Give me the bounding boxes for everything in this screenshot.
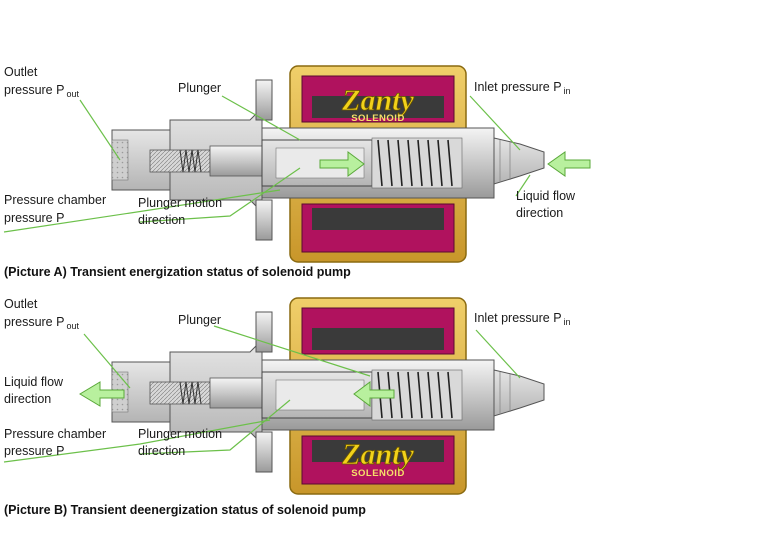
label-chamber-b: Pressure chamber	[4, 427, 106, 441]
leader-inlet-b	[475, 329, 521, 379]
label-outlet-b: Outlet	[4, 297, 38, 311]
liquid-flow-arrow-a	[547, 151, 591, 177]
leader-chamber-a	[3, 189, 281, 233]
leader-plunger-a	[221, 95, 301, 141]
caption-b: (Picture B) Transient deenergization sta…	[4, 503, 366, 517]
pump-drawing-b	[111, 297, 545, 495]
plunger-motion-arrow-b	[353, 381, 395, 407]
brand-logo-a: Zanty	[341, 84, 414, 117]
caption-a: (Picture A) Transient energization statu…	[4, 265, 351, 279]
label-flow-a: Liquid flow	[516, 189, 576, 203]
brand-logo-b: Zanty	[341, 438, 414, 471]
label-flow-dir-b: direction	[4, 392, 51, 406]
label-motion-dir-b: direction	[138, 444, 185, 458]
leader-plunger-b	[213, 325, 371, 377]
brand-sub-b: SOLENOID	[351, 468, 405, 479]
label-motion-dir-a: direction	[138, 213, 185, 227]
leader-flow-a	[515, 174, 531, 197]
label-outlet-a: Outlet	[4, 65, 38, 79]
label-plunger-a: Plunger	[178, 81, 221, 95]
leader-outlet-b	[83, 333, 131, 389]
label-chamber-pressure-b: pressure P	[4, 444, 64, 458]
plunger-motion-arrow-a	[319, 151, 365, 177]
label-flow-b: Liquid flow	[4, 375, 64, 389]
label-plunger-b: Plunger	[178, 313, 221, 327]
leader-motion-b	[139, 399, 291, 455]
liquid-flow-arrow-b	[79, 381, 125, 407]
leader-outlet-a	[79, 99, 121, 161]
label-flow-dir-a: direction	[516, 206, 563, 220]
leader-inlet-a	[469, 95, 521, 151]
label-chamber-pressure-a: pressure P	[4, 211, 64, 225]
label-chamber-a: Pressure chamber	[4, 193, 106, 207]
label-motion-b: Plunger motion	[138, 427, 222, 441]
brand-sub-a: SOLENOID	[351, 113, 405, 124]
label-motion-a: Plunger motion	[138, 196, 222, 210]
leader-motion-a	[139, 167, 301, 223]
leader-chamber-b	[3, 419, 271, 463]
